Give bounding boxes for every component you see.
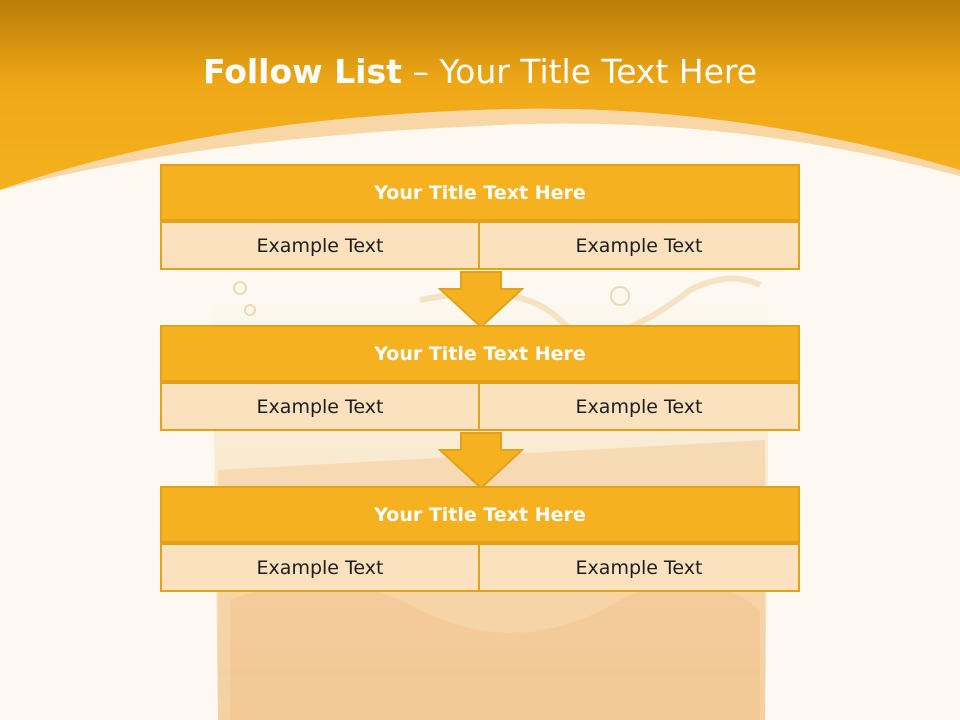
block-cell-right: Example Text <box>480 543 800 592</box>
block-cell-left: Example Text <box>160 382 480 431</box>
block-cell-right: Example Text <box>480 221 800 270</box>
block-title: Your Title Text Here <box>160 325 800 382</box>
down-arrow-icon <box>438 432 524 490</box>
slide-title-rest: – Your Title Text Here <box>401 52 758 91</box>
block-title: Your Title Text Here <box>160 164 800 221</box>
down-arrow-icon <box>438 271 524 329</box>
block-cell-left: Example Text <box>160 543 480 592</box>
block-cell-right: Example Text <box>480 382 800 431</box>
slide-title-bold: Follow List <box>202 52 402 91</box>
slide-title: Follow List – Your Title Text Here <box>0 52 960 91</box>
block-cell-left: Example Text <box>160 221 480 270</box>
block-title: Your Title Text Here <box>160 486 800 543</box>
